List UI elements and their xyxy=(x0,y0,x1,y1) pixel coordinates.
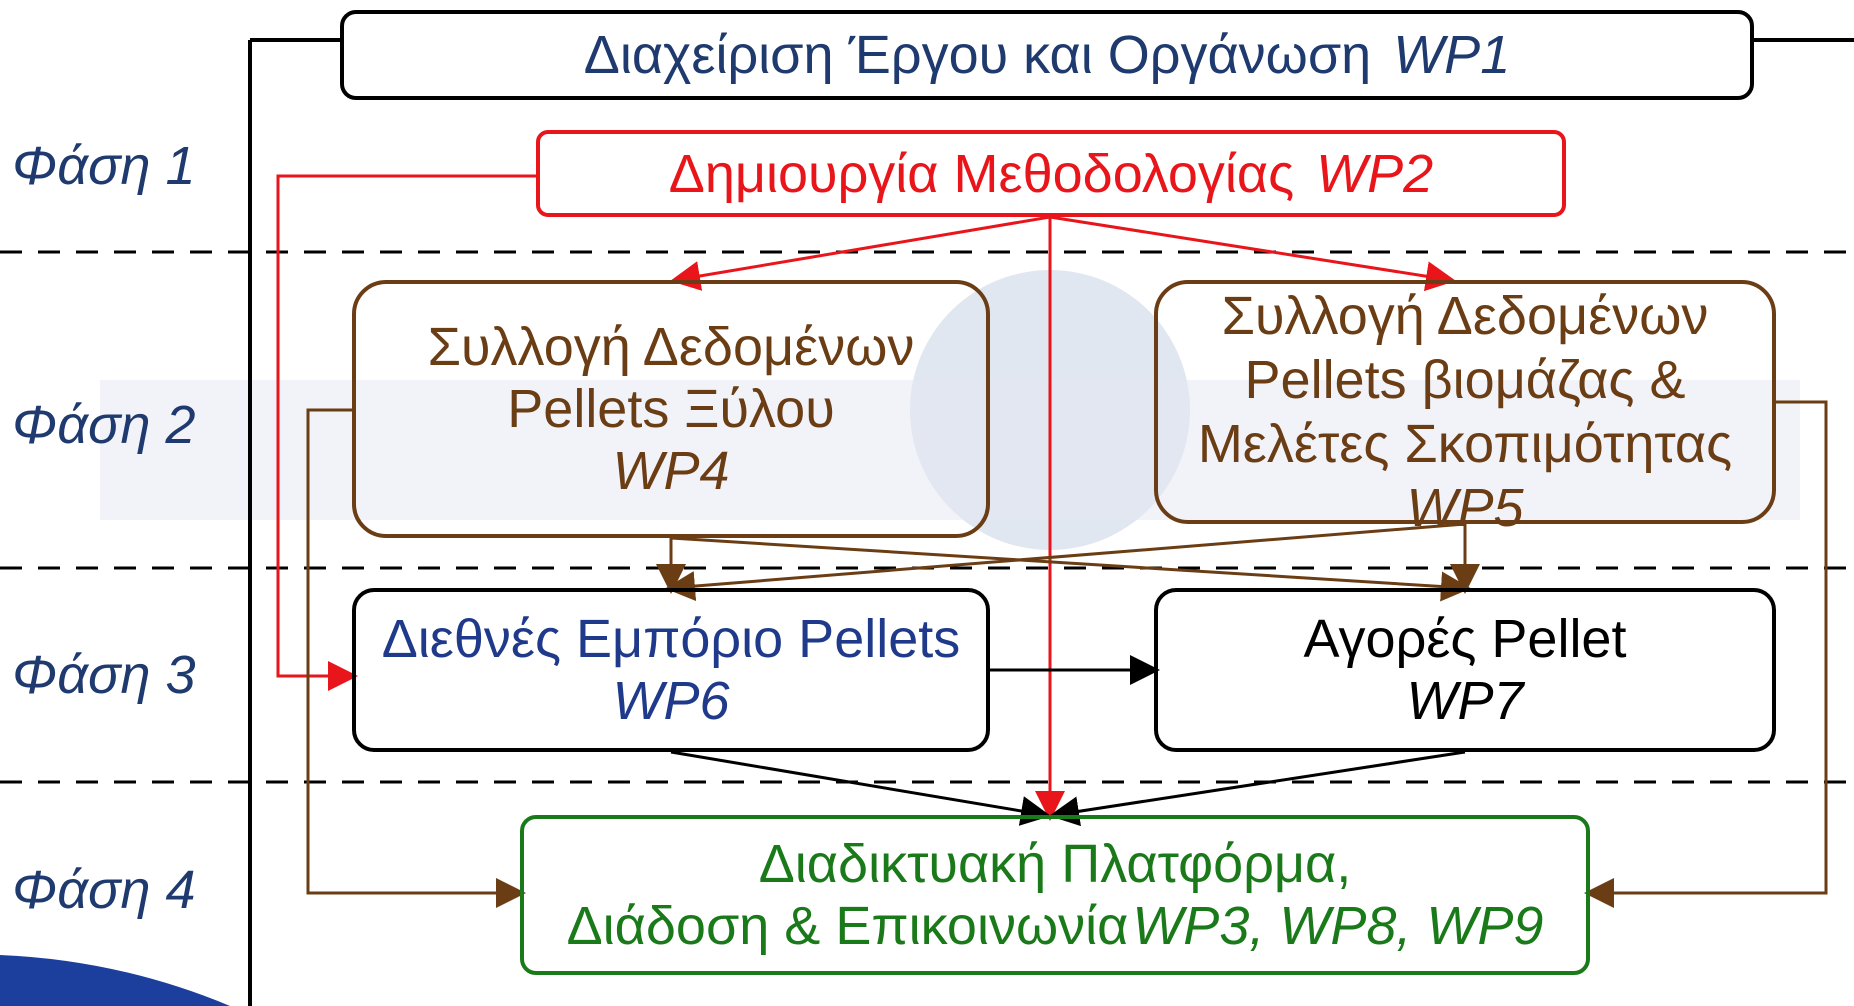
wp4-line2: Pellets Ξύλου xyxy=(507,379,835,439)
phase-label-1: Φάση 1 xyxy=(12,136,196,196)
wp4-box: Συλλογή Δεδομένων Pellets Ξύλου WP4 xyxy=(352,280,990,538)
wp2-label: Δημιουργία Μεθοδολογίας xyxy=(668,143,1295,204)
arrow-wp4-wp3 xyxy=(306,408,526,908)
wp1-box: Διαχείριση Έργου και Οργάνωση WP1 xyxy=(340,10,1754,100)
arrow-wp4-wp7 xyxy=(670,536,1471,602)
phase-label-4: Φάση 4 xyxy=(12,860,196,920)
arrow-wp5-wp3 xyxy=(1584,400,1828,908)
corner-decoration xyxy=(0,955,230,1006)
arrow-wp7-wp3 xyxy=(1049,750,1466,827)
phase-label-2: Φάση 2 xyxy=(12,395,196,455)
wp7-box: Αγορές Pellet WP7 xyxy=(1154,588,1776,752)
wp7-label: Αγορές Pellet xyxy=(1303,609,1627,669)
wp2-code: WP2 xyxy=(1316,143,1434,204)
arrow-wp5-wp6 xyxy=(665,522,1466,602)
wp3-box: Διαδικτυακή Πλατφόρμα, Διάδοση & Επικοιν… xyxy=(520,815,1590,975)
arrow-wp6-wp3 xyxy=(670,750,1051,826)
wp5-line3: Μελέτες Σκοπιμότητας xyxy=(1197,414,1733,474)
wp5-line2: Pellets βιομάζας & xyxy=(1244,350,1686,410)
wp3-line1: Διαδικτυακή Πλατφόρμα, xyxy=(758,834,1352,894)
wp2-box: Δημιουργία Μεθοδολογίας WP2 xyxy=(536,130,1566,217)
wp7-code: WP7 xyxy=(1406,671,1524,731)
wp5-code: WP5 xyxy=(1406,478,1524,538)
arrow-wp2-wp5 xyxy=(1049,215,1456,292)
wp5-line1: Συλλογή Δεδομένων xyxy=(1221,286,1709,346)
wp3-code: WP3, WP8, WP9 xyxy=(1132,896,1544,956)
wp6-code: WP6 xyxy=(612,671,730,731)
arrow-wp2-wp4 xyxy=(670,215,1051,291)
wp4-code: WP4 xyxy=(612,441,730,501)
phase-label-3: Φάση 3 xyxy=(12,645,196,705)
wp3-line2-row: Διάδοση & Επικοινωνία WP3, WP8, WP9 xyxy=(567,895,1544,957)
watermark-band xyxy=(100,380,1800,520)
wp6-box: Διεθνές Εμπόριο Pellets WP6 xyxy=(352,588,990,752)
wp5-box: Συλλογή Δεδομένων Pellets βιομάζας & Μελ… xyxy=(1154,280,1776,538)
wp1-code: WP1 xyxy=(1393,25,1511,85)
arrow-wp2-wp6 xyxy=(276,174,536,691)
wp4-line1: Συλλογή Δεδομένων xyxy=(427,317,915,377)
wp6-label: Διεθνές Εμπόριο Pellets xyxy=(381,609,961,669)
wp1-label: Διαχείριση Έργου και Οργάνωση xyxy=(583,25,1372,85)
wp3-line2: Διάδοση & Επικοινωνία xyxy=(566,896,1129,956)
